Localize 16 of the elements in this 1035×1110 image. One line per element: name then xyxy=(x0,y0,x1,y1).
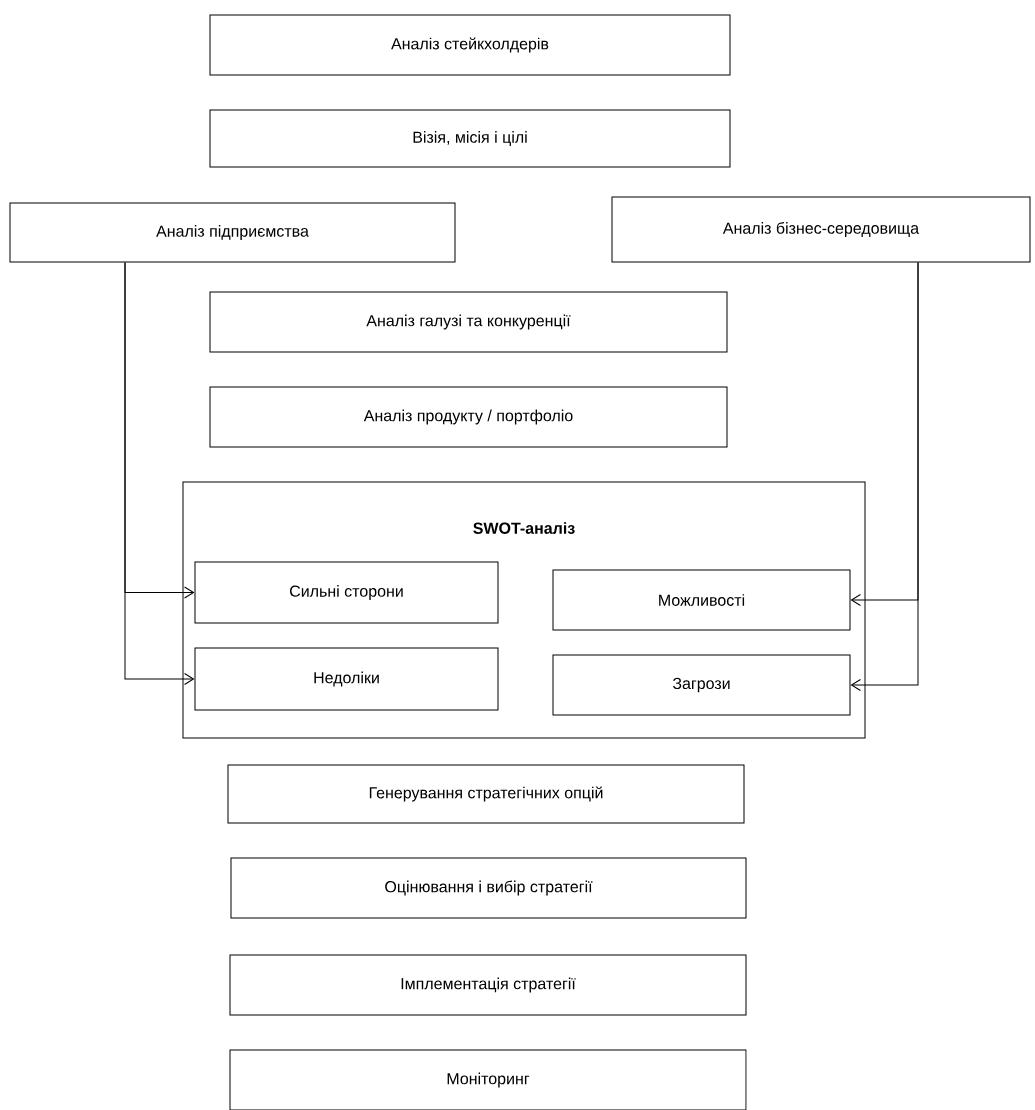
process-box: Недоліки xyxy=(194,647,499,711)
process-box: Генерування стратегічних опцій xyxy=(227,764,745,824)
process-box: Аналіз продукту / портфоліо xyxy=(209,386,728,448)
process-box: Аналіз галузі та конкуренції xyxy=(209,291,728,353)
process-box: Аналіз стейкхолдерів xyxy=(209,14,731,76)
process-box: Візія, місія і цілі xyxy=(209,109,731,168)
process-box: Імплементація стратегії xyxy=(229,954,747,1016)
process-box: Загрози xyxy=(552,654,851,716)
process-box: Оцінювання і вибір стратегії xyxy=(230,857,747,919)
process-box: Аналіз бізнес-середовища xyxy=(611,196,1031,263)
arrow xyxy=(850,262,919,691)
process-box: Сильні сторони xyxy=(194,561,499,624)
arrow xyxy=(124,262,195,685)
process-box: Моніторинг xyxy=(229,1049,747,1110)
process-box: Аналіз підприємства xyxy=(9,202,456,263)
process-box: Можливості xyxy=(552,569,851,631)
